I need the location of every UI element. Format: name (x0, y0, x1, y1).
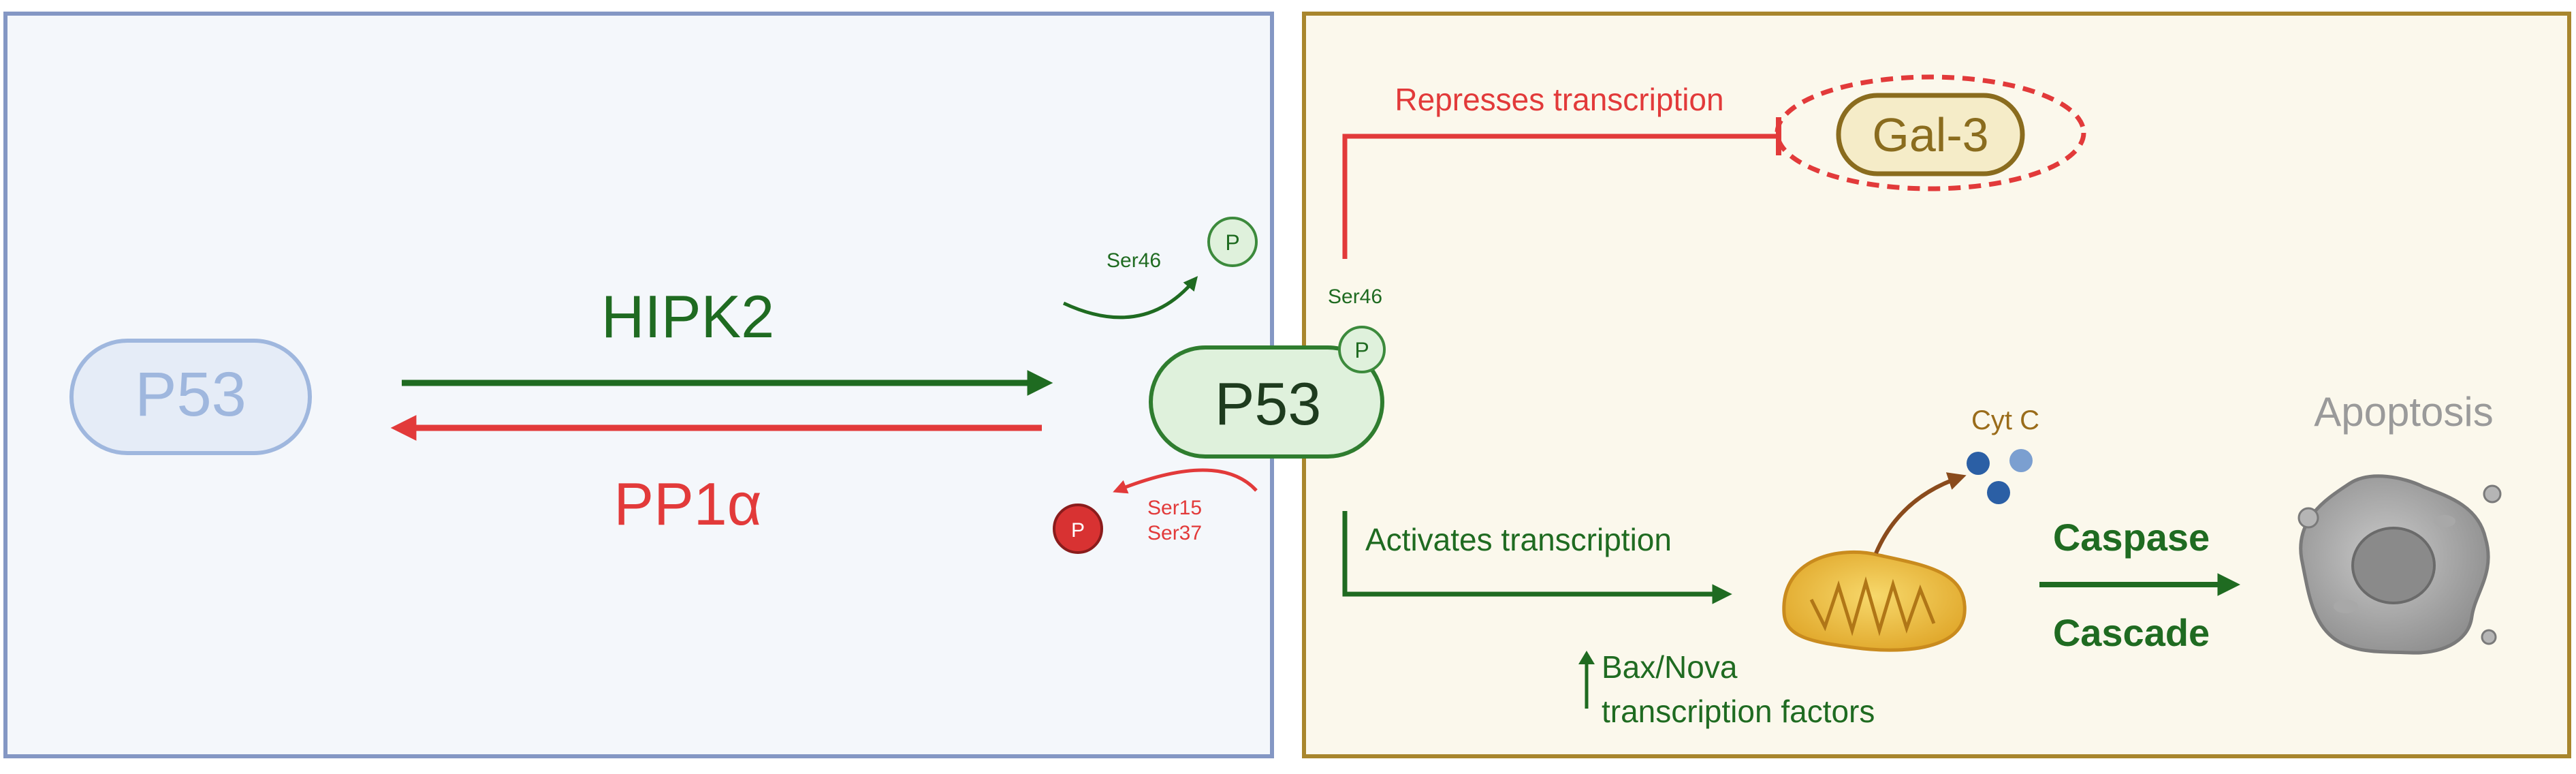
apoptotic-cell-icon (2297, 474, 2502, 655)
apoptosis-label: Apoptosis (2314, 389, 2494, 435)
gal3-dashed-boundary (1775, 74, 2086, 191)
gal3-label: Gal-3 (1872, 108, 1988, 161)
mitochondrion-icon (1782, 550, 1967, 652)
removed-phosphate-icon (1053, 504, 1103, 554)
ser37-label: Ser37 (1147, 522, 1202, 544)
pp1a-label: PP1α (614, 470, 761, 538)
activate-arrow (1342, 511, 1732, 604)
cytc-label: Cyt C (1971, 405, 2039, 435)
repress-line (1342, 134, 1777, 259)
bax-label-line1: Bax/Nova (1602, 649, 1738, 685)
caspase-label-line1: Caspase (2053, 516, 2210, 559)
activate-label: Activates transcription (1365, 522, 1672, 557)
ser15-curved-arrow (1113, 468, 1258, 494)
p53-active-label: P53 (1215, 370, 1322, 437)
bax-label-line2: transcription factors (1602, 694, 1875, 729)
ser46-curved-arrow (1062, 276, 1198, 320)
repress-label: Represses transcription (1395, 82, 1723, 117)
cytc-molecule-1 (1967, 452, 1990, 475)
cytc-release-arrow (1874, 472, 1967, 555)
phosphate-symbol-top: P (1225, 230, 1239, 255)
gal3-pill (1836, 93, 2025, 176)
up-arrow-icon (1578, 651, 1595, 709)
hipk2-label: HIPK2 (601, 283, 774, 350)
phosphate-icon (1207, 217, 1258, 267)
phosphate-symbol-bound: P (1354, 338, 1369, 362)
caspase-label-line2: Cascade (2053, 611, 2210, 654)
ser15-label: Ser15 (1147, 497, 1202, 519)
cytc-molecule-3 (1987, 481, 2010, 504)
cytc-molecule-2 (2009, 449, 2033, 472)
p53-inactive-label: P53 (135, 360, 247, 429)
ser46-side-label: Ser46 (1328, 285, 1382, 308)
phosphate-symbol-red: P (1071, 519, 1085, 542)
p53-bound-phosphate (1338, 326, 1386, 373)
ser46-top-label: Ser46 (1107, 249, 1161, 272)
p53-inactive-pill (69, 339, 312, 455)
p53-active-pill (1149, 345, 1384, 459)
